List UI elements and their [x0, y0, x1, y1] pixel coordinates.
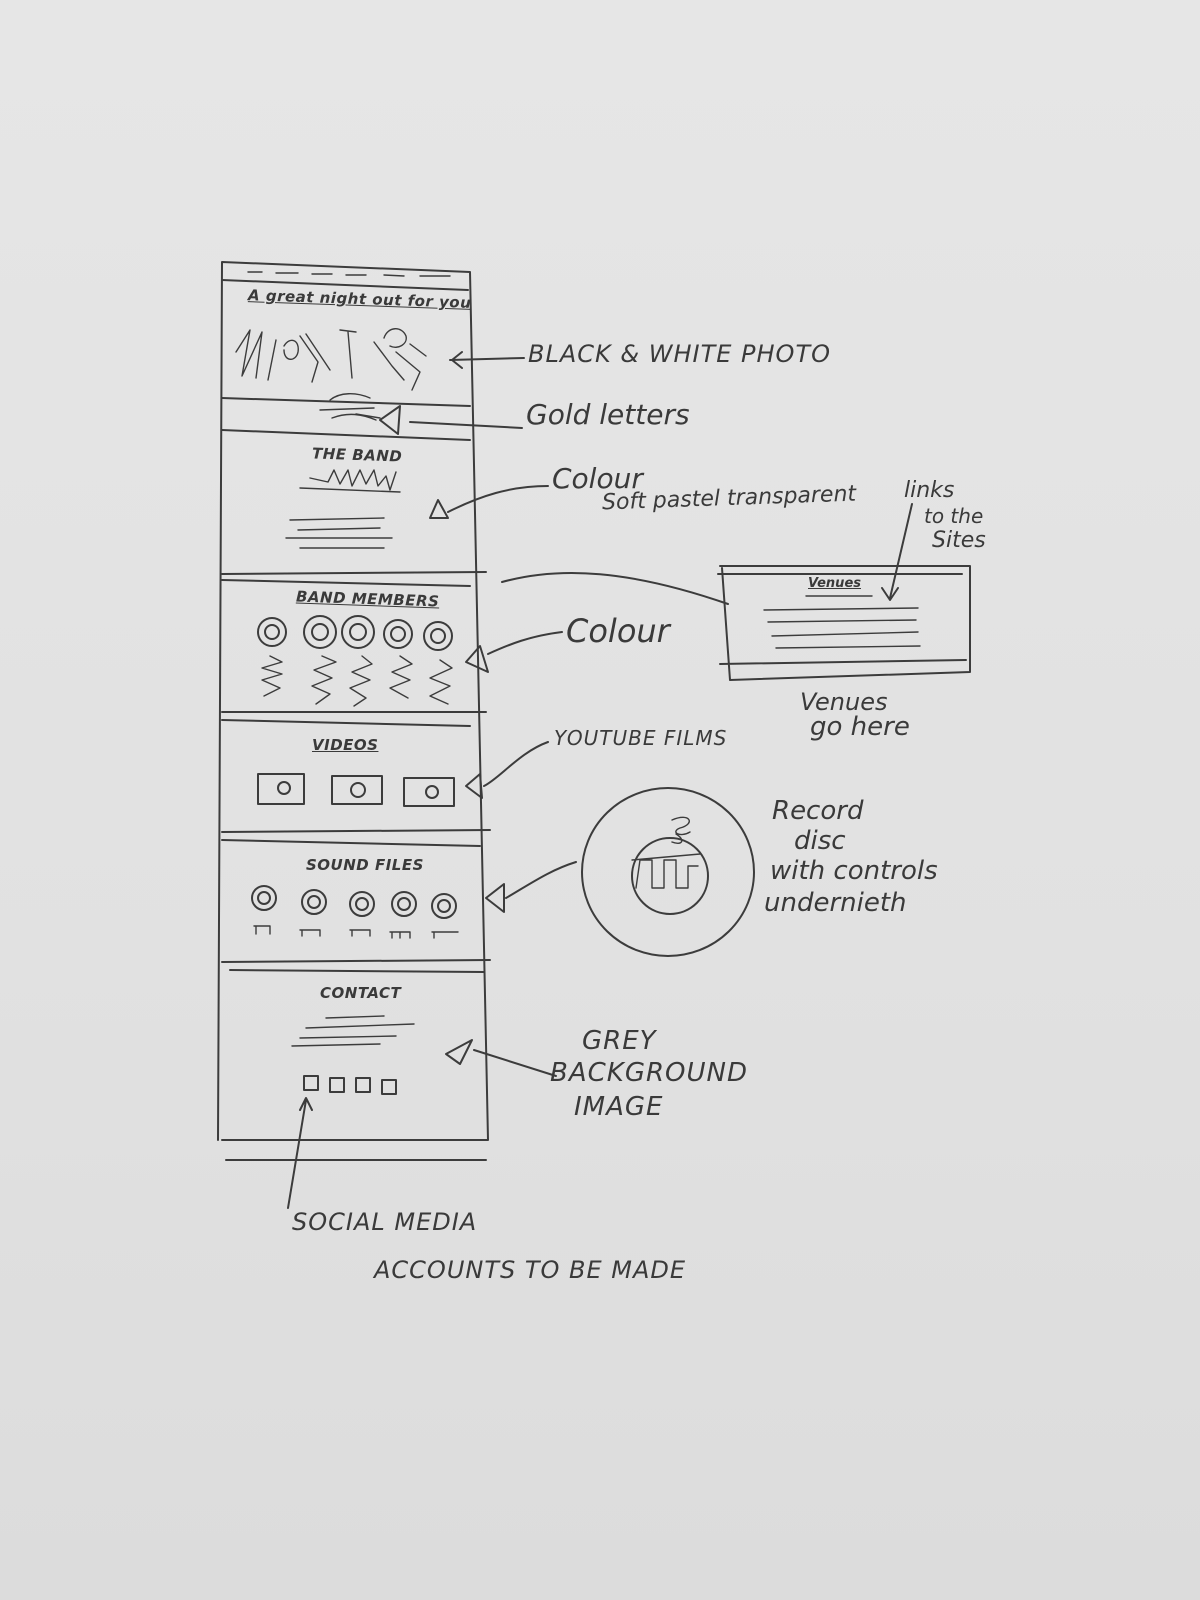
band-title: THE BAND — [311, 444, 403, 466]
band-pointer — [429, 499, 449, 519]
note-links-2: to the — [924, 504, 984, 528]
note-links-3: Sites — [932, 528, 986, 553]
arrow-sound — [505, 861, 577, 899]
videos-divider — [221, 829, 491, 847]
arrow-gold — [409, 421, 523, 429]
note-venues-1: Venues — [800, 688, 888, 716]
note-social-1: SOCIAL MEDIA — [292, 1208, 478, 1236]
note-grey-3: IMAGE — [574, 1092, 664, 1122]
contact-title: CONTACT — [320, 984, 402, 1002]
sound-divider — [221, 959, 491, 973]
arrow-colour-members — [487, 631, 563, 655]
venues-link-arrow — [881, 503, 913, 601]
arrow-youtube — [483, 741, 549, 787]
note-colour-members: Colour — [566, 612, 670, 650]
sound-pointer — [485, 883, 505, 913]
sound-discs — [251, 885, 457, 919]
note-social-2: ACCOUNTS TO BE MADE — [374, 1256, 687, 1284]
videos-title: VIDEOS — [312, 736, 379, 754]
videos-pointer — [465, 773, 483, 799]
arrow-venues — [501, 571, 729, 605]
note-record-4: undernieth — [764, 888, 907, 918]
members-pointer — [465, 645, 489, 673]
band-divider — [221, 429, 471, 441]
note-colour-band-1: Colour — [552, 462, 643, 495]
contact-text-lines — [291, 1015, 415, 1047]
note-record-3: with controls — [770, 856, 938, 886]
member-bio-scribbles — [261, 655, 453, 707]
arrow-grey — [473, 1049, 557, 1077]
venues-box — [717, 565, 971, 681]
band-logo-scribble — [299, 469, 401, 493]
note-grey-1: GREY — [582, 1026, 657, 1056]
record-controls-scribble — [631, 816, 701, 889]
member-avatars — [257, 615, 453, 651]
note-links-1: links — [904, 478, 955, 503]
note-gold-letters: Gold letters — [526, 398, 690, 431]
gold-letters-pointer — [379, 405, 401, 435]
note-grey-2: BACKGROUND — [550, 1058, 749, 1088]
sound-title: SOUND FILES — [306, 856, 424, 874]
note-record-2: disc — [794, 826, 846, 856]
note-venues-2: go here — [810, 712, 910, 742]
note-bw-photo: BLACK & WHITE PHOTO — [528, 340, 831, 368]
band-text-lines — [285, 517, 393, 549]
hero-divider — [221, 397, 471, 407]
venues-lines — [763, 607, 921, 649]
wireframe-outline — [217, 261, 489, 1161]
venues-box-heading: Venues — [808, 576, 861, 591]
note-record-1: Record — [772, 796, 864, 826]
social-icons — [303, 1075, 397, 1095]
nav-dashes — [247, 271, 451, 277]
record-disc — [581, 787, 755, 957]
sound-controls — [253, 925, 459, 939]
note-youtube: YOUTUBE FILMS — [554, 726, 728, 750]
band-divider-bottom — [221, 571, 487, 587]
members-divider — [221, 711, 487, 727]
arrow-social — [287, 1097, 313, 1209]
logo-scribble — [319, 393, 381, 421]
arrow-bw-photo — [449, 351, 525, 369]
contact-pointer — [445, 1039, 473, 1065]
arrow-colour-band — [447, 485, 549, 513]
hero-photo-scribble — [235, 328, 427, 391]
nav-bar — [221, 279, 469, 291]
video-thumbnails — [257, 773, 455, 807]
